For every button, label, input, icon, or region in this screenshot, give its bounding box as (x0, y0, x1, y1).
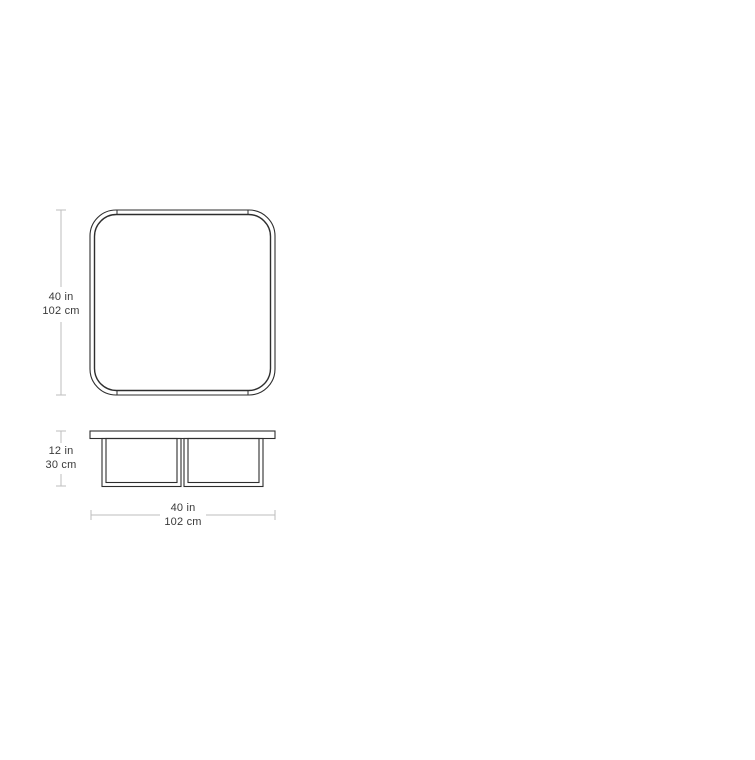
top-view-inner-outline (93, 213, 272, 392)
height-metric: 30 cm (45, 459, 77, 471)
width-label: 40 in 102 cm (158, 501, 208, 529)
height-imperial: 12 in (48, 445, 74, 457)
table-side-view (89, 430, 276, 488)
width-metric: 102 cm (164, 516, 202, 528)
side-view-left-leg-inner (105, 437, 178, 484)
top-view-outer-outline (89, 209, 276, 396)
height-label: 12 in 30 cm (36, 444, 86, 472)
depth-label: 40 in 102 cm (36, 290, 86, 318)
table-top-view (89, 209, 276, 396)
side-view-left-leg-outer (101, 437, 182, 488)
frame-joint-marks (116, 210, 249, 395)
side-view-tabletop (89, 430, 276, 440)
width-dimension-line (90, 510, 276, 520)
depth-dimension-line (56, 209, 66, 396)
height-dimension-line (56, 430, 66, 487)
side-view-right-leg-inner (187, 437, 260, 484)
width-imperial: 40 in (170, 502, 196, 514)
depth-imperial: 40 in (48, 291, 74, 303)
depth-metric: 102 cm (42, 305, 80, 317)
side-view-right-leg-outer (183, 437, 264, 488)
